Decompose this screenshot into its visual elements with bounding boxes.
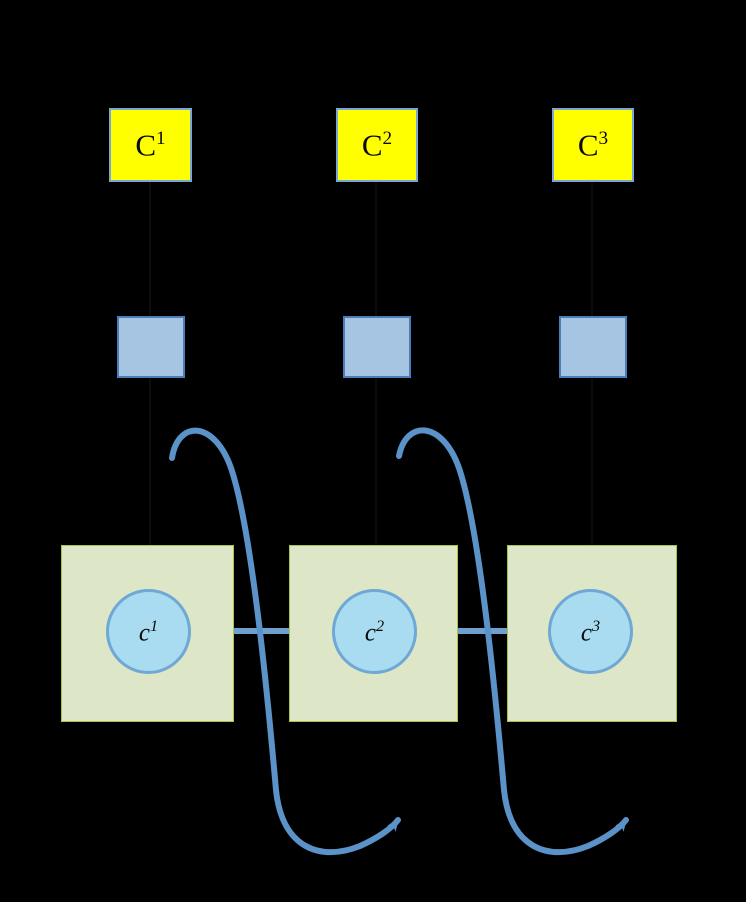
node-label-t3: c3 (580, 616, 601, 647)
output-label-t3: C3 (577, 127, 609, 163)
recurrent-feedback-arrows (169, 427, 629, 856)
recurrent-arrow-2 (396, 427, 629, 856)
output-box-t2[interactable]: C2 (336, 108, 418, 182)
vertical-connector-lines (149, 182, 593, 546)
hidden-square-t1[interactable] (117, 316, 185, 378)
output-label-t1: C1 (135, 127, 166, 163)
hidden-square-t3[interactable] (559, 316, 627, 378)
recurrent-node-t1[interactable]: c1 (106, 589, 191, 674)
output-box-t1[interactable]: C1 (109, 108, 192, 182)
recurrent-arrow-1 (169, 427, 401, 856)
recurrent-node-t2[interactable]: c2 (332, 589, 417, 674)
output-label-t2: C2 (361, 127, 393, 163)
node-label-t2: c2 (364, 616, 385, 647)
recurrent-node-t3[interactable]: c3 (548, 589, 633, 674)
hidden-square-t2[interactable] (343, 316, 411, 378)
node-label-t1: c1 (138, 616, 159, 647)
output-box-t3[interactable]: C3 (552, 108, 634, 182)
